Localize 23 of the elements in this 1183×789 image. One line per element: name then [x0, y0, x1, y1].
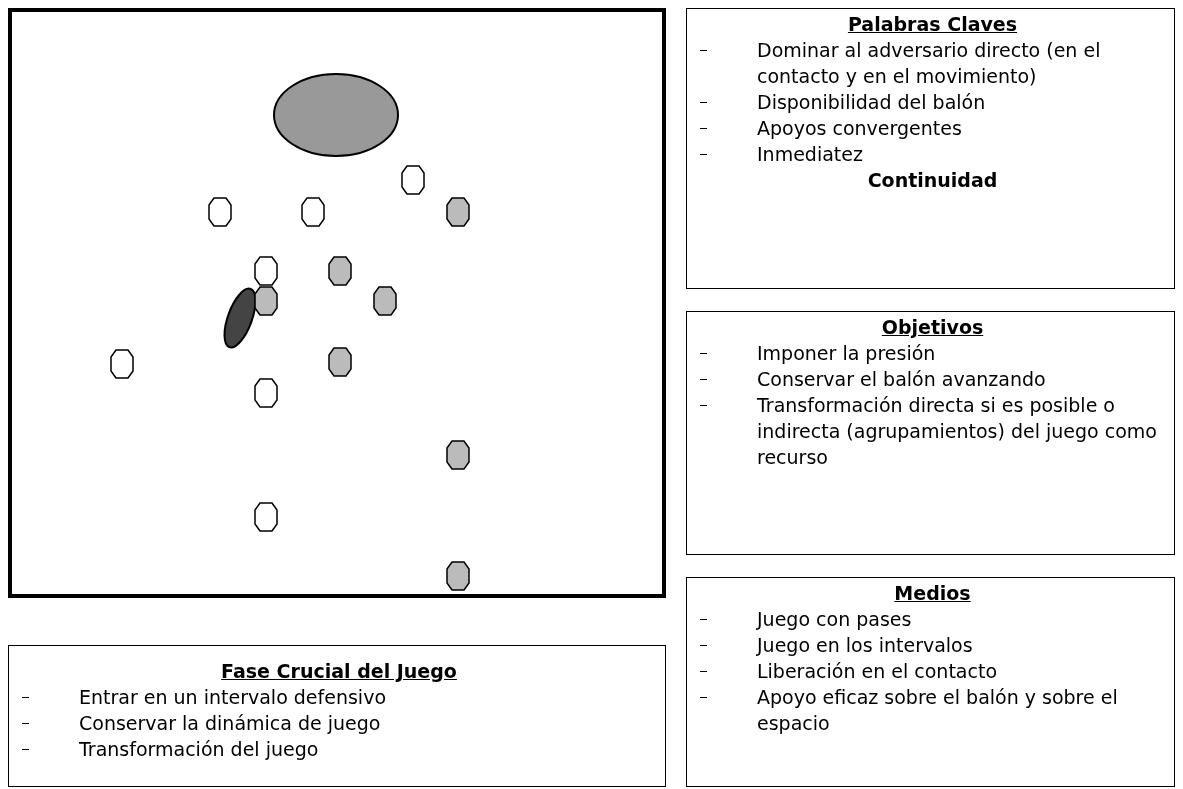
list-item-text: Conservar el balón avanzando — [757, 367, 1047, 392]
list-item-text: Entrar en un intervalo defensivo — [79, 685, 387, 710]
list-item-text: Transformación del juego — [79, 737, 320, 762]
means-panel — [686, 577, 1175, 787]
list-item-text: Apoyos convergentes — [757, 116, 963, 141]
list-item-text: Dominar al adversario directo (en el contacto y en el movimiento) — [757, 38, 1102, 89]
list-item-text: Transformación directa si es posible o indirecta (agrupamientos) del juego como recurso — [757, 393, 1157, 470]
list-item-text: Apoyo eficaz sobre el balón y sobre el espacio — [757, 685, 1119, 736]
list-item-text: Liberación en el contacto — [757, 659, 998, 684]
panel-heading: Medios — [893, 581, 972, 606]
list-item-text: Imponer la presión — [757, 341, 937, 366]
objectives-panel — [686, 311, 1175, 555]
panel-heading: Palabras Claves — [846, 12, 1019, 37]
list-item-text: Juego con pases — [757, 607, 913, 632]
panel-heading: Fase Crucial del Juego — [220, 659, 458, 684]
crucial-phase-panel — [8, 645, 666, 787]
list-item-text: Juego en los intervalos — [757, 633, 974, 658]
list-item-text: Disponibilidad del balón — [757, 90, 987, 115]
keywords-panel — [686, 8, 1175, 289]
list-item-text: Conservar la dinámica de juego — [79, 711, 382, 736]
panel-heading: Objetivos — [880, 315, 985, 340]
list-item-text: Inmediatez — [757, 142, 864, 167]
keyword-text: Continuidad — [866, 168, 999, 193]
